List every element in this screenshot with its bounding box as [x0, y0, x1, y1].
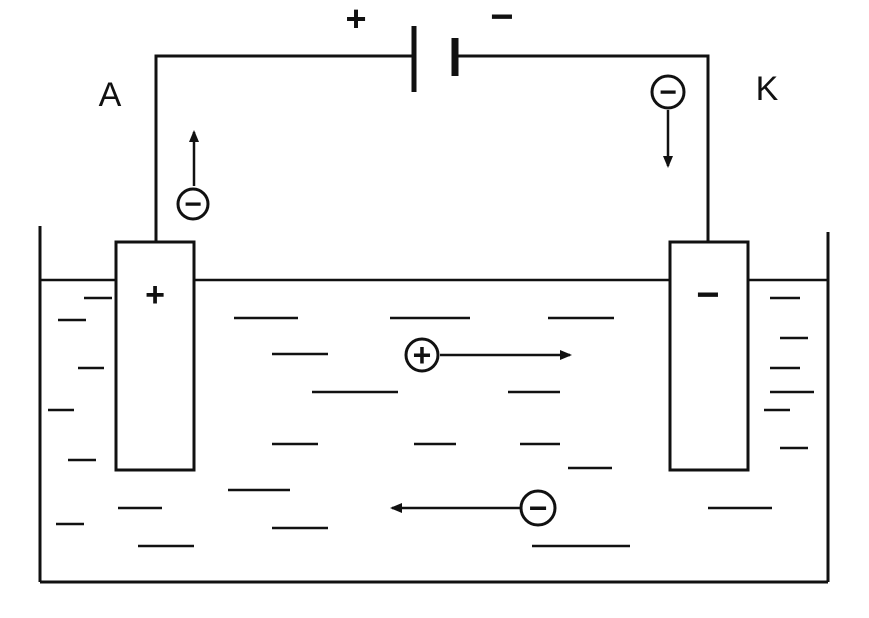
cathode-electrode: − [668, 240, 750, 472]
battery-plus-sign: + [345, 0, 366, 39]
svg-text:−: − [529, 490, 548, 526]
battery: + − [345, 0, 514, 92]
anode-sign: + [145, 276, 165, 314]
positive-ion: + [404, 337, 572, 373]
negative-ion: − [390, 489, 557, 527]
battery-minus-sign: − [490, 0, 513, 39]
circuit-wire [154, 54, 710, 242]
svg-text:−: − [659, 76, 677, 109]
cathode-label: K [756, 70, 779, 108]
svg-text:−: − [184, 188, 202, 221]
svg-text:+: + [413, 337, 432, 373]
electron-cathode-ion: − [650, 74, 686, 168]
liquid-hatching [48, 296, 814, 548]
anode-electrode: + [114, 240, 196, 472]
electrolyte-vessel [38, 226, 830, 584]
electron-anode-ion: − [176, 130, 210, 221]
anode-label: A [99, 76, 122, 114]
cathode-sign: − [696, 273, 719, 317]
